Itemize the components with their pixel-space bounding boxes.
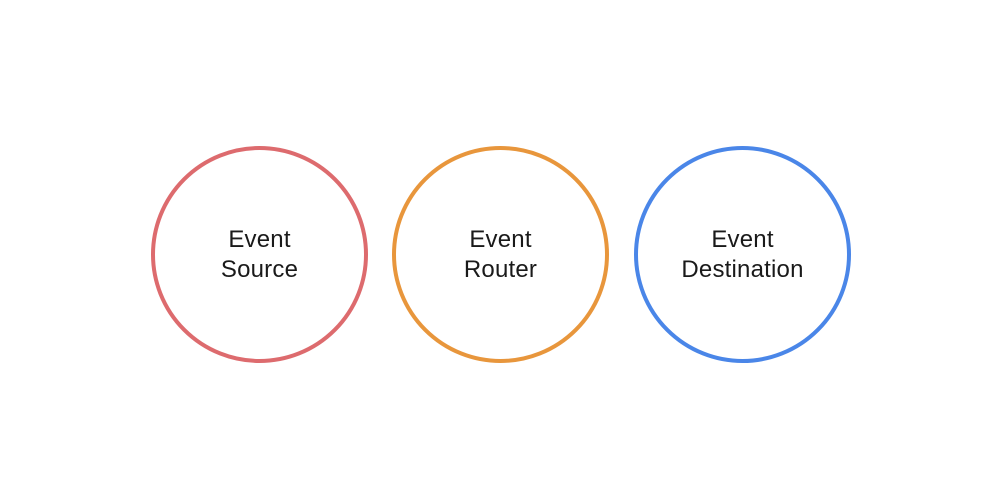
event-router-node: Event Router xyxy=(392,146,609,363)
event-source-node: Event Source xyxy=(151,146,368,363)
event-destination-label: Event Destination xyxy=(681,226,804,283)
event-destination-node: Event Destination xyxy=(634,146,851,363)
event-source-label: Event Source xyxy=(220,226,299,283)
event-router-label: Event Router xyxy=(463,226,538,283)
